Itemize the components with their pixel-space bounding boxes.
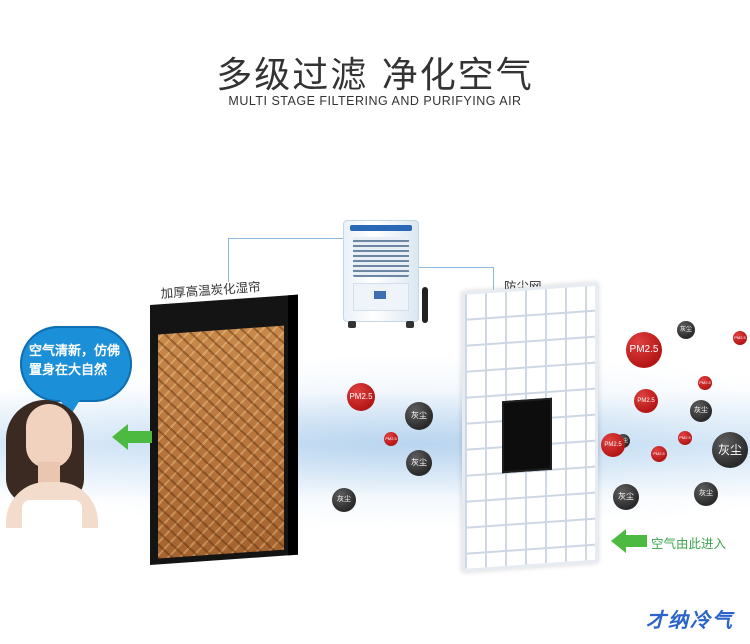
title-english: MULTI STAGE FILTERING AND PURIFYING AIR	[228, 94, 522, 108]
pm25-particle: PM2.5	[698, 376, 712, 390]
connector-line-right-h	[417, 267, 493, 268]
pm25-particle: PM2.5	[347, 383, 375, 411]
dust-particle: 灰尘	[613, 484, 639, 510]
pm25-particle: PM2.5	[678, 431, 692, 445]
dust-particle: 灰尘	[677, 321, 695, 339]
cooler-front-panel	[353, 283, 409, 311]
brand-watermark: 才纳冷气	[646, 608, 734, 632]
dust-filter-center-screen	[502, 397, 552, 474]
dust-particle: 灰尘	[332, 488, 356, 512]
bubble-line-1: 空气清新，仿佛	[29, 344, 121, 359]
pm25-particle: PM2.5	[384, 432, 398, 446]
cooler-badge	[374, 291, 386, 299]
air-cooler-image	[343, 220, 428, 328]
woman-photo	[0, 392, 110, 532]
pm25-particle: PM2.5	[733, 331, 747, 345]
cooler-brand-strip	[350, 225, 412, 231]
cooler-wheel-left	[348, 321, 356, 328]
woman-neck	[38, 462, 60, 488]
dust-particle: 灰尘	[694, 482, 718, 506]
woman-top	[22, 500, 82, 528]
connector-line-left-h	[228, 238, 344, 239]
dust-filter	[462, 282, 598, 572]
dust-particle: 灰尘	[690, 400, 712, 422]
cooling-pad	[150, 294, 298, 565]
pm25-particle: PM2.5	[651, 446, 667, 462]
pm25-particle: PM2.5	[626, 332, 662, 368]
connector-line-right-v	[493, 267, 494, 291]
left-arrow-icon	[611, 529, 647, 553]
dust-particle: 灰尘	[405, 402, 433, 430]
cooling-pad-edge	[288, 294, 298, 556]
cooler-wheel-right	[406, 321, 414, 328]
pm25-particle: PM2.5	[634, 389, 658, 413]
cooler-power-cord	[422, 287, 428, 323]
title-chinese: 多级过滤 净化空气	[216, 55, 534, 96]
dust-particle: 灰尘	[712, 432, 748, 468]
cooling-pad-honeycomb	[158, 325, 284, 559]
air-intake-label: 空气由此进入	[651, 536, 727, 551]
speech-bubble: 空气清新，仿佛 置身在大自然	[20, 326, 132, 416]
cooler-grille	[353, 237, 409, 277]
dust-particle: 灰尘	[406, 450, 432, 476]
pm25-particle: PM2.5	[601, 433, 625, 457]
left-arrow-icon	[112, 424, 152, 450]
bubble-line-2: 置身在大自然	[29, 363, 108, 378]
woman-face	[26, 404, 72, 468]
connector-line-left-v	[228, 238, 229, 282]
